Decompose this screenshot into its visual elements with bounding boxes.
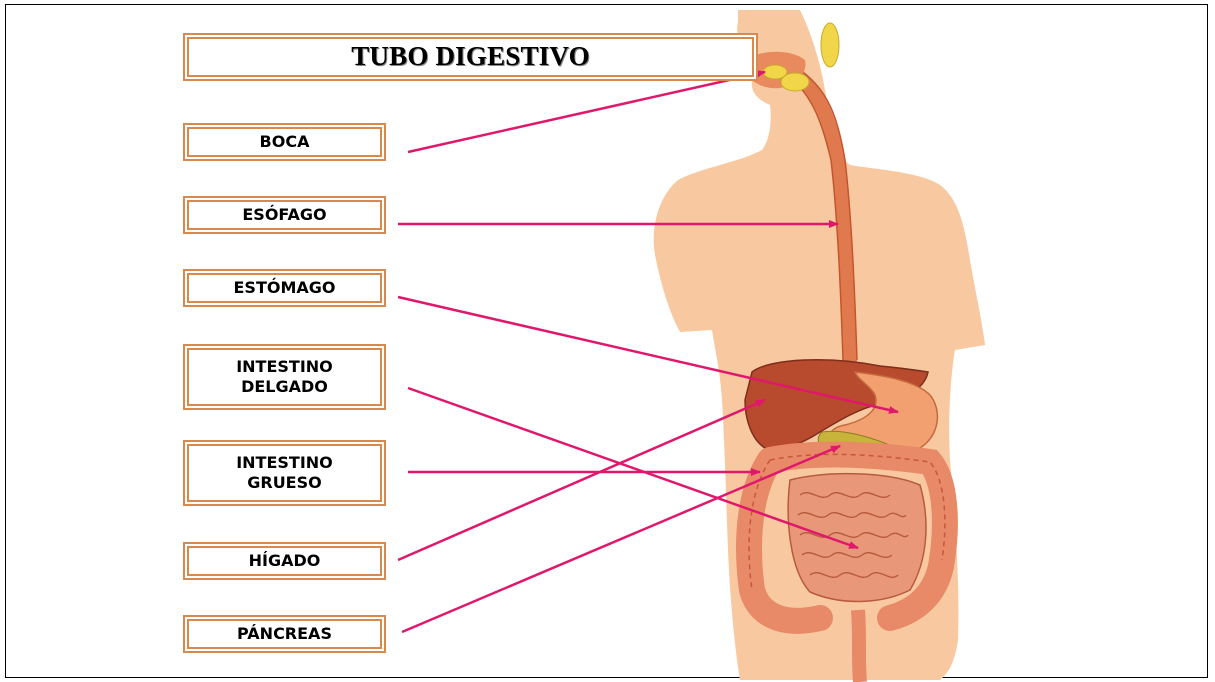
label-boca: BOCA [183,123,386,161]
rectum-shape [851,609,867,682]
page-title: TUBO DIGESTIVO [183,33,758,81]
arrow-pancreas [401,444,841,634]
arrow-intestino-delgado [407,386,859,550]
label-pancreas: PÁNCREAS [183,615,386,653]
arrow-higado [397,398,766,562]
arrow-estomago [397,295,899,414]
label-esofago: ESÓFAGO [183,196,386,234]
arrow-boca [407,70,766,154]
label-higado: HÍGADO [183,542,386,580]
small-intestine-shape [787,472,927,603]
pointer-arrows [397,70,899,634]
label-intestino-grueso: INTESTINO GRUESO [183,440,386,506]
salivary-gland [820,22,840,68]
esophagus-shape [783,63,857,367]
label-estomago: ESTÓMAGO [183,269,386,307]
label-intestino-delgado: INTESTINO DELGADO [183,344,386,410]
